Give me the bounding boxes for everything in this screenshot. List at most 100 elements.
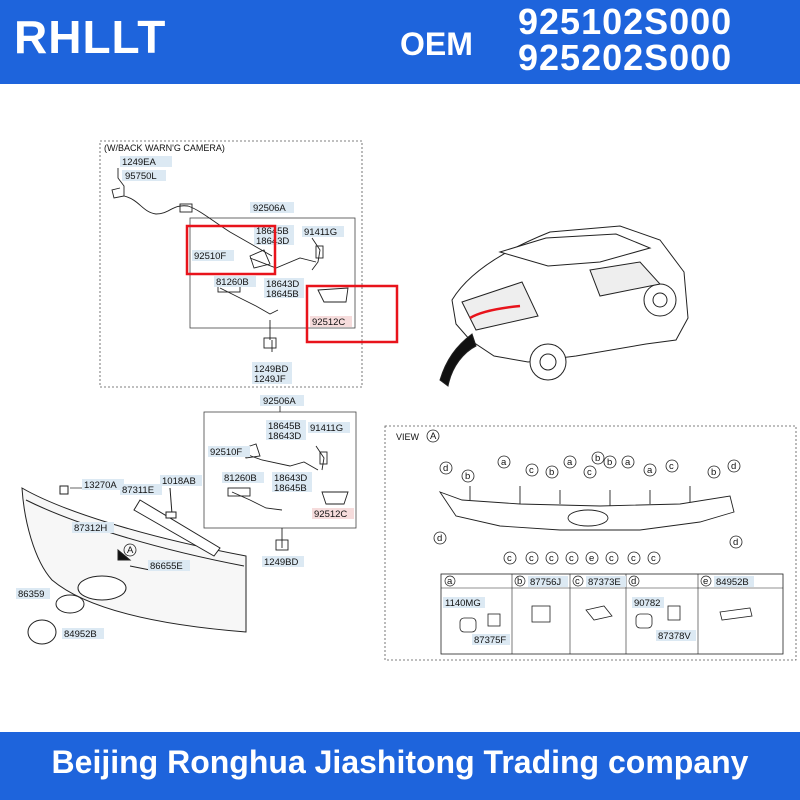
top-callout-3-circle xyxy=(497,455,511,469)
part-number-2: 925202S000 xyxy=(518,37,733,78)
top-callout-5-circle xyxy=(545,465,559,479)
legend-d-part-1: 90782 xyxy=(634,598,660,609)
bottom-callout-7-circle xyxy=(627,551,641,565)
part-number-1: 925102S000 xyxy=(518,1,733,42)
legend-letter-d: d xyxy=(631,576,636,587)
top-callout-11-circle xyxy=(643,463,657,477)
upper-part-labels: 1249EA 95750L 92506A 18645B 18643D 91411… xyxy=(120,156,352,385)
lower-label-18645B-a: 18645B xyxy=(268,421,301,432)
label-92510F: 92510F xyxy=(194,251,226,262)
top-callout-4: c xyxy=(529,465,534,476)
lower-label-91411G: 91411G xyxy=(310,423,343,434)
label-87312H: 87312H xyxy=(74,523,107,534)
legend-a-part-1: 1140MG xyxy=(445,598,481,609)
legend-letter-c: c xyxy=(575,576,580,587)
top-callout-1-circle xyxy=(439,461,453,475)
label-13270A: 13270A xyxy=(84,480,117,491)
view-panel-border xyxy=(384,425,797,661)
lower-label-18645B-b: 18645B xyxy=(274,483,307,494)
legend-letter-a: a xyxy=(447,576,453,587)
label-1249EA: 1249EA xyxy=(122,157,156,168)
top-callout-11: a xyxy=(647,465,653,476)
lower-label-18643D-a: 18643D xyxy=(268,431,301,442)
label-18643D-a: 18643D xyxy=(256,236,289,247)
bottom-callout-6: c xyxy=(609,553,614,564)
label-18645B-a: 18645B xyxy=(256,226,289,237)
top-callout-5: b xyxy=(549,467,554,478)
top-callout-10-circle xyxy=(621,455,635,469)
label-1249JF: 1249JF xyxy=(254,374,286,385)
label-92512C: 92512C xyxy=(312,317,345,328)
top-callout-13-circle xyxy=(707,465,721,479)
top-callout-14-circle xyxy=(727,459,741,473)
label-86655E: 86655E xyxy=(150,561,183,572)
legend-e-part: 84952B xyxy=(716,577,749,588)
label-84952B: 84952B xyxy=(64,629,97,640)
company-name: Beijing Ronghua Jiashitong Trading compa… xyxy=(51,744,749,780)
bottom-callout-8: c xyxy=(651,553,656,564)
lower-wire-art xyxy=(227,443,349,551)
bottom-callout-5: e xyxy=(589,553,594,564)
top-callout-1: d xyxy=(443,463,448,474)
top-callout-12-circle xyxy=(665,459,679,473)
upper-panel-title: (W/BACK WARN'G CAMERA) xyxy=(104,143,225,153)
bottom-callout-1-circle xyxy=(503,551,517,565)
bottom-callout-5-circle xyxy=(585,551,599,565)
top-callout-13: b xyxy=(711,467,716,478)
garnish-labels: 13270A 87311E 1018AB 87312H A 86655E 863… xyxy=(16,475,202,640)
footer-bar xyxy=(0,732,800,800)
top-callout-14: d xyxy=(731,461,736,472)
top-callout-7-circle xyxy=(583,465,597,479)
legend-b-part: 87756J xyxy=(530,577,561,588)
legend-c-part: 87373E xyxy=(588,577,621,588)
top-callout-3: a xyxy=(501,457,507,468)
top-callout-6: a xyxy=(567,457,573,468)
lower-label-92510F: 92510F xyxy=(210,447,242,458)
lower-label-92506A: 92506A xyxy=(263,396,296,407)
top-callout-4-circle xyxy=(525,463,539,477)
top-callout-8: b xyxy=(595,453,600,464)
top-callout-8-circle xyxy=(591,451,605,465)
top-callout-9-circle xyxy=(603,455,617,469)
label-87311E: 87311E xyxy=(122,485,154,496)
brand-name: RHLLT xyxy=(14,11,167,63)
highlight-box-92510F xyxy=(185,224,277,276)
parts-diagram: (W/BACK WARN'G CAMERA) 1249EA 95750L 925… xyxy=(16,140,797,661)
top-callout-6-circle xyxy=(563,455,577,469)
view-letter: A xyxy=(430,431,437,442)
header-bar xyxy=(0,0,800,84)
bottom-callout-3-circle xyxy=(545,551,559,565)
legend-a-part-2: 87375F xyxy=(474,635,506,646)
label-1249BD: 1249BD xyxy=(254,364,288,375)
legend-letter-b: b xyxy=(517,576,522,587)
bottom-callout-8-circle xyxy=(647,551,661,565)
side-callout-left: d xyxy=(437,533,442,544)
lower-label-92512C: 92512C xyxy=(314,509,347,520)
legend-letter-e: e xyxy=(703,576,708,587)
bottom-callout-2: c xyxy=(529,553,534,564)
bottom-callout-1: c xyxy=(507,553,512,564)
bottom-callout-4: c xyxy=(569,553,574,564)
label-1018AB: 1018AB xyxy=(162,476,196,487)
label-81260B: 81260B xyxy=(216,277,249,288)
view-side-callouts: d d xyxy=(433,531,743,549)
label-91411G: 91411G xyxy=(304,227,337,238)
top-callout-2-circle xyxy=(461,469,475,483)
bottom-callout-6-circle xyxy=(605,551,619,565)
top-callout-10: a xyxy=(625,457,631,468)
bottom-callout-4-circle xyxy=(565,551,579,565)
lower-label-1249BD: 1249BD xyxy=(264,557,298,568)
legend-d-part-2: 87378V xyxy=(658,631,691,642)
lower-label-81260B: 81260B xyxy=(224,473,257,484)
label-95750L: 95750L xyxy=(125,171,157,182)
side-callout-right: d xyxy=(733,537,738,548)
view-garnish-outline xyxy=(438,486,735,531)
lower-label-18643D-b: 18643D xyxy=(274,473,307,484)
label-92506A: 92506A xyxy=(253,203,286,214)
arrow-view-letter: A xyxy=(127,545,134,556)
top-callout-12: c xyxy=(669,461,674,472)
top-callout-7: c xyxy=(587,467,592,478)
top-callout-9: b xyxy=(607,457,612,468)
